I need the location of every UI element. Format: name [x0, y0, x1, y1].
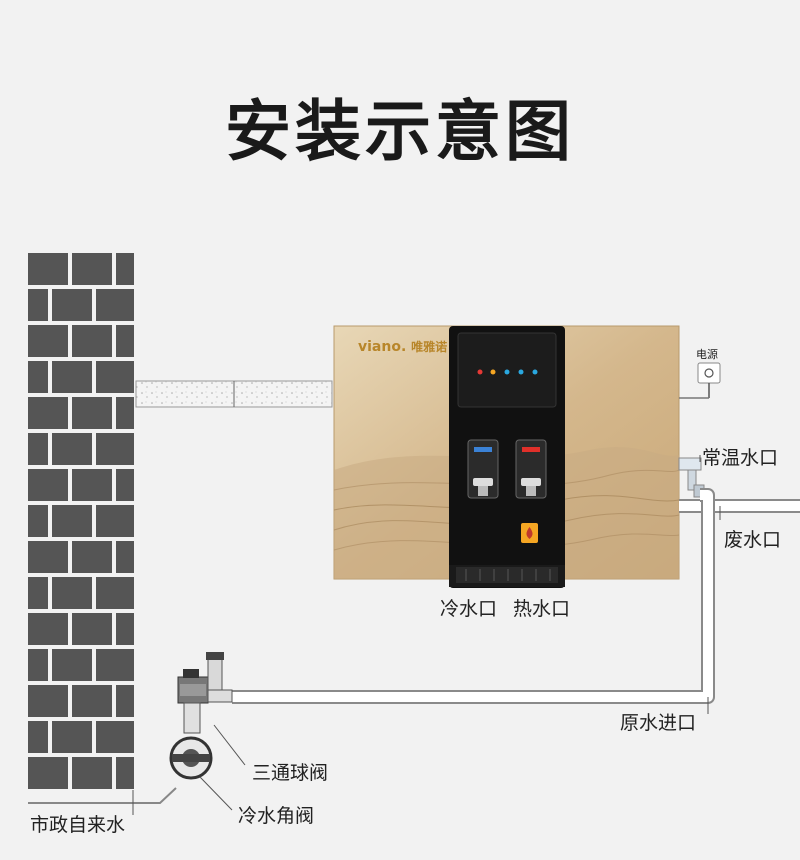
brick	[28, 757, 68, 789]
led-blue-3	[533, 370, 538, 375]
led-yellow	[491, 370, 496, 375]
brick	[28, 685, 68, 717]
brick	[52, 505, 92, 537]
led-blue-2	[519, 370, 524, 375]
brick	[96, 289, 134, 321]
label-cold-outlet: 冷水口	[440, 594, 497, 621]
label-cold-angle-valve: 冷水角阀	[238, 801, 314, 828]
dispenser-front	[449, 326, 565, 588]
brick	[72, 253, 112, 285]
brick	[52, 289, 92, 321]
hot-warning-icon	[521, 523, 538, 543]
brick	[28, 649, 48, 681]
brick	[96, 361, 134, 393]
brick	[96, 505, 134, 537]
label-room-temp-outlet: 常温水口	[702, 443, 778, 470]
label-power: 电源	[696, 346, 718, 362]
brick	[28, 433, 48, 465]
brick	[72, 469, 112, 501]
brick	[28, 541, 68, 573]
brick	[52, 361, 92, 393]
power-socket-icon	[679, 363, 720, 398]
label-raw-water-inlet: 原水进口	[620, 708, 696, 735]
brick	[72, 613, 112, 645]
brick	[28, 289, 48, 321]
brand-logo: viano. 唯雅诺	[358, 338, 447, 355]
brick	[28, 613, 68, 645]
led-blue-1	[505, 370, 510, 375]
brick	[72, 685, 112, 717]
brand-logo-cn: 唯雅诺	[411, 340, 447, 354]
brick	[116, 757, 134, 789]
brick	[72, 325, 112, 357]
brick	[28, 325, 68, 357]
label-municipal-water: 市政自来水	[30, 810, 125, 837]
brick	[28, 577, 48, 609]
brick	[72, 757, 112, 789]
brick	[116, 469, 134, 501]
brick	[72, 397, 112, 429]
brick	[96, 577, 134, 609]
brick	[52, 577, 92, 609]
brick	[116, 253, 134, 285]
brick	[28, 253, 68, 285]
brick	[116, 397, 134, 429]
ball-valve-icon[interactable]	[178, 652, 232, 703]
brick	[116, 685, 134, 717]
label-three-way-valve: 三通球阀	[252, 758, 328, 785]
label-waste-outlet: 废水口	[724, 525, 781, 552]
brick	[96, 433, 134, 465]
drip-tray	[456, 567, 558, 583]
brick	[116, 613, 134, 645]
brick	[28, 361, 48, 393]
brand-logo-latin: viano.	[358, 339, 406, 355]
brick	[52, 433, 92, 465]
wall-slab	[136, 381, 332, 407]
angle-valve-icon[interactable]	[171, 703, 211, 778]
cold-tap[interactable]	[468, 440, 498, 498]
brick	[28, 505, 48, 537]
label-hot-outlet: 热水口	[513, 594, 570, 621]
led-red	[478, 370, 483, 375]
brick	[28, 397, 68, 429]
brick	[116, 325, 134, 357]
hot-tap[interactable]	[516, 440, 546, 498]
page-title: 安装示意图	[0, 78, 800, 174]
brick	[72, 541, 112, 573]
brick	[28, 721, 48, 753]
brick	[116, 541, 134, 573]
brick	[96, 649, 134, 681]
brick-wall	[28, 253, 134, 793]
brick	[52, 721, 92, 753]
brick	[52, 649, 92, 681]
brick	[96, 721, 134, 753]
brick	[28, 469, 68, 501]
